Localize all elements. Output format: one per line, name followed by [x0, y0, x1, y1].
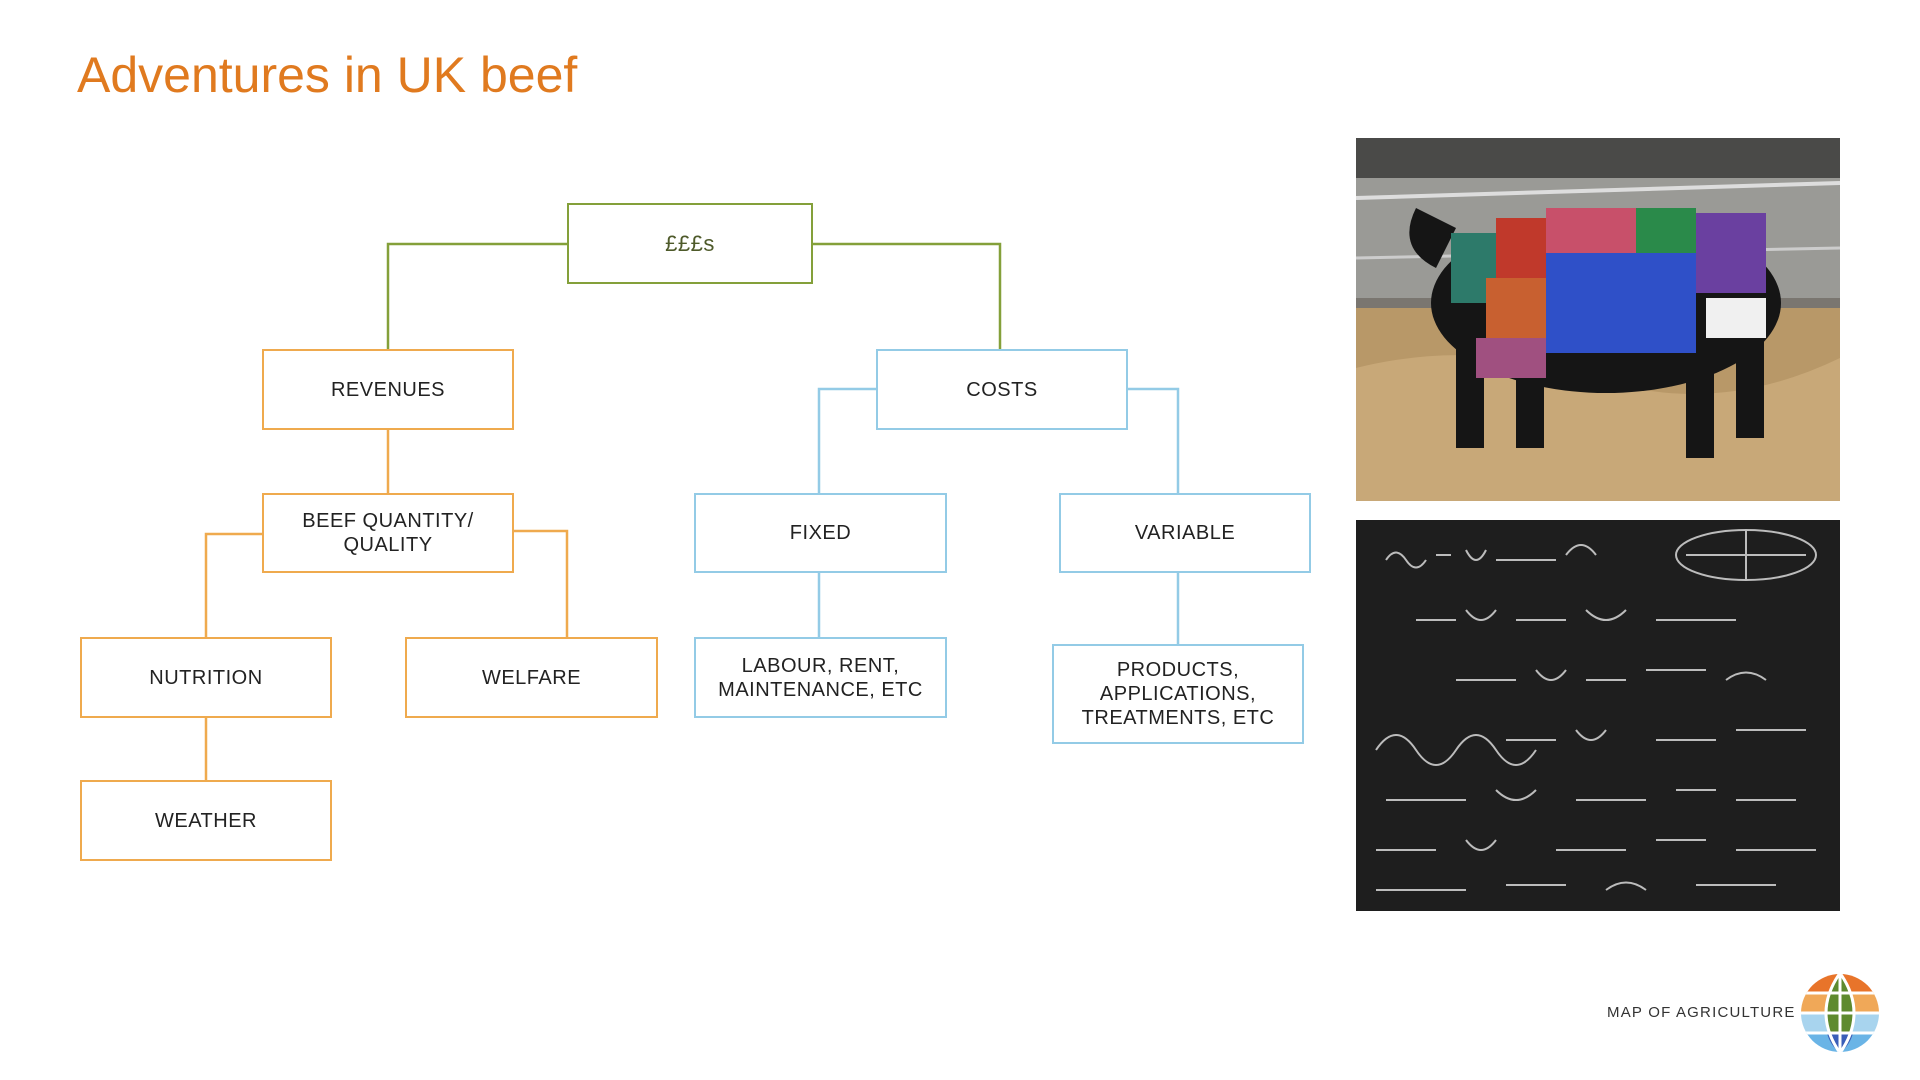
node-beef-quantity-label: BEEF QUANTITY/ QUALITY — [302, 510, 474, 556]
node-fixed: FIXED — [694, 493, 947, 573]
painted-cow-photo — [1356, 138, 1840, 501]
node-variable: VARIABLE — [1059, 493, 1311, 573]
connector-costs-fixed — [817, 387, 876, 493]
node-nutrition-label: NUTRITION — [149, 666, 263, 689]
node-nutrition: NUTRITION — [80, 637, 332, 718]
node-beef-quantity: BEEF QUANTITY/ QUALITY — [262, 493, 514, 573]
node-costs-label: COSTS — [966, 378, 1038, 401]
connector-beef-welfare — [514, 529, 569, 637]
connector-root-costs — [813, 242, 1002, 349]
node-root: £££s — [567, 203, 813, 284]
footer-logo-text: MAP OF AGRICULTURE — [1607, 1004, 1796, 1021]
chalkboard-equations-photo — [1356, 520, 1840, 911]
node-revenues-label: REVENUES — [330, 378, 446, 401]
node-fixed-label: FIXED — [789, 522, 852, 544]
node-weather: WEATHER — [80, 780, 332, 861]
node-revenues: REVENUES — [262, 349, 514, 430]
node-products-label: PRODUCTS, APPLICATIONS, TREATMENTS, ETC — [1081, 659, 1275, 729]
node-root-label: £££s — [665, 230, 715, 256]
node-costs: COSTS — [876, 349, 1128, 430]
node-welfare: WELFARE — [405, 637, 658, 718]
connector-root-revenues — [386, 242, 567, 349]
connector-beef-nutrition — [204, 532, 262, 637]
slide-title: Adventures in UK beef — [77, 47, 578, 103]
node-welfare-label: WELFARE — [481, 666, 582, 689]
node-weather-label: WEATHER — [154, 809, 257, 832]
connector-costs-variable — [1128, 387, 1180, 493]
node-variable-label: VARIABLE — [1134, 522, 1236, 544]
node-labour-label: LABOUR, RENT, MAINTENANCE, ETC — [718, 654, 923, 701]
node-products: PRODUCTS, APPLICATIONS, TREATMENTS, ETC — [1052, 644, 1304, 744]
node-labour: LABOUR, RENT, MAINTENANCE, ETC — [694, 637, 947, 718]
map-of-agriculture-globe-logo — [1801, 974, 1879, 1052]
